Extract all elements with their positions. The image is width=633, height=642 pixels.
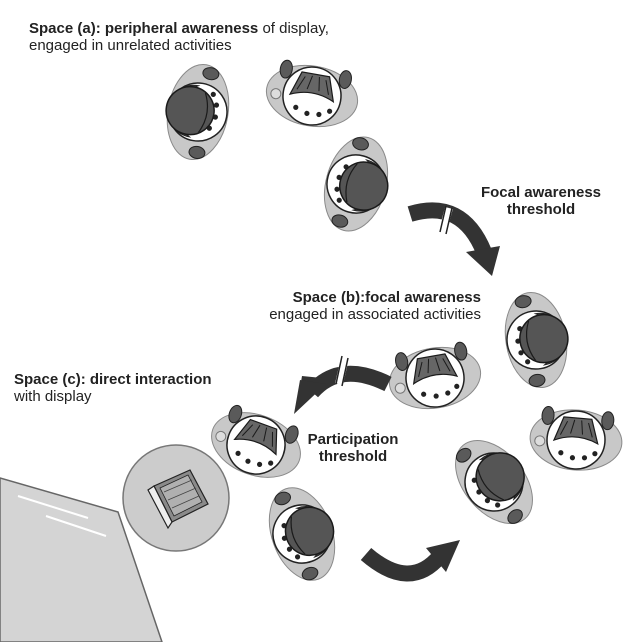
space-c-label: Space (c): direct interaction with displ… [14, 371, 212, 405]
person-a2 [260, 56, 364, 135]
person-b1 [497, 286, 577, 394]
space-b-title: Space (b):focal awareness [292, 289, 481, 306]
space-a-label: Space (a): peripheral awareness of displ… [29, 20, 329, 54]
person-b2 [383, 338, 487, 417]
space-a-title-rest: of display, [258, 20, 329, 37]
display-surface [0, 477, 163, 642]
person-a1 [157, 58, 237, 166]
space-c-title: Space (c): direct interaction [14, 371, 212, 388]
person-a3 [313, 129, 401, 240]
laptop-table [122, 444, 230, 552]
space-b-subtitle: engaged in associated activities [269, 306, 481, 323]
space-a-subtitle: engaged in unrelated activities [29, 37, 232, 54]
focal-arrow [407, 202, 500, 276]
participation-arrow [294, 355, 392, 414]
participation-threshold-line2: threshold [318, 448, 388, 465]
person-b3 [526, 404, 626, 475]
person-c2 [256, 477, 350, 591]
focal-threshold-label: Focal awareness threshold [470, 184, 612, 218]
participation-threshold-label: Participation threshold [290, 431, 416, 465]
participation-threshold-line1: Participation [307, 431, 399, 448]
focal-threshold-line2: threshold [506, 201, 576, 218]
space-c-subtitle: with display [14, 388, 92, 405]
space-b-label: Space (b):focal awareness engaged in ass… [241, 289, 481, 323]
space-a-title: Space (a): peripheral awareness [29, 20, 259, 37]
bottom-arrow [360, 540, 460, 582]
focal-threshold-line1: Focal awareness [480, 184, 602, 201]
